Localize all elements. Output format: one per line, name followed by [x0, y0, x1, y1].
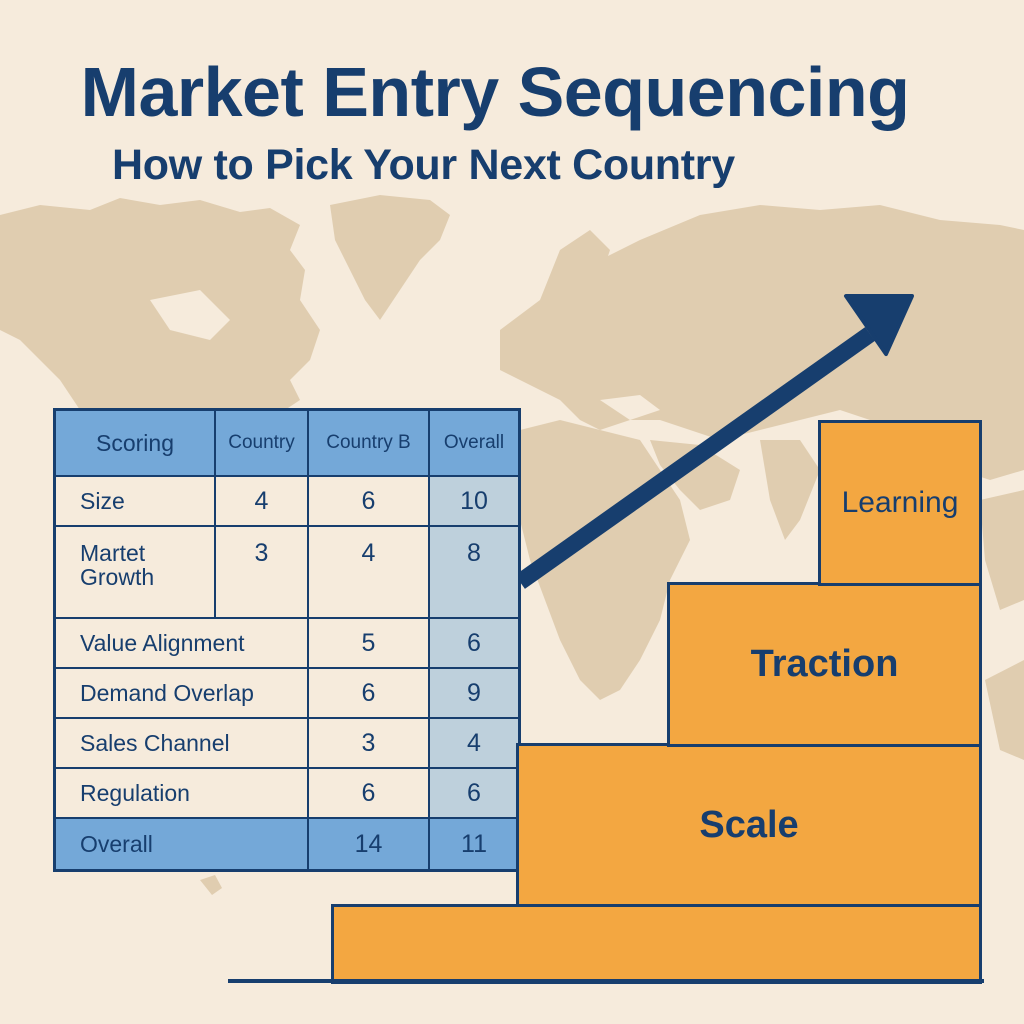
- page-title: Market Entry Sequencing: [80, 53, 910, 131]
- cell-overall: 6: [428, 767, 521, 819]
- baseline: [228, 979, 984, 983]
- table-row: Demand Overlap 6 9: [53, 667, 521, 719]
- total-overall: 11: [428, 817, 521, 872]
- step-learning: Learning: [818, 420, 982, 586]
- cell-overall: 9: [428, 667, 521, 719]
- cell-country: 4: [214, 475, 309, 527]
- cell-country-b: 6: [307, 667, 430, 719]
- total-country-b: 14: [307, 817, 430, 872]
- step-base: [331, 904, 982, 984]
- row-label-line1: Martet: [80, 540, 146, 566]
- step-traction: Traction: [667, 582, 982, 747]
- header-country-b: Country B: [307, 408, 430, 477]
- row-label: Demand Overlap: [53, 667, 309, 719]
- cell-country: 3: [214, 525, 309, 619]
- row-label-line2: Growth: [80, 564, 155, 590]
- table-row: Regulation 6 6: [53, 767, 521, 819]
- table-row: Value Alignment 5 6: [53, 617, 521, 669]
- total-label: Overall: [53, 817, 309, 872]
- scoring-table: Scoring Country Country B Overall Size 4…: [53, 408, 521, 872]
- row-label: Sales Channel: [53, 717, 309, 769]
- cell-overall: 8: [428, 525, 521, 619]
- cell-overall: 4: [428, 717, 521, 769]
- cell-country-b: 3: [307, 717, 430, 769]
- cell-country-b: 6: [307, 767, 430, 819]
- header-country: Country: [214, 408, 309, 477]
- step-scale: Scale: [516, 743, 982, 907]
- table-row: Size 4 6 10: [53, 475, 521, 527]
- row-label: Size: [53, 475, 216, 527]
- page-subtitle: How to Pick Your Next Country: [112, 141, 735, 189]
- row-label: Value Alignment: [53, 617, 309, 669]
- cell-country-b: 4: [307, 525, 430, 619]
- table-row: Sales Channel 3 4: [53, 717, 521, 769]
- cell-country-b: 5: [307, 617, 430, 669]
- cell-overall: 10: [428, 475, 521, 527]
- header-overall: Overall: [428, 408, 521, 477]
- cell-overall: 6: [428, 617, 521, 669]
- cell-country-b: 6: [307, 475, 430, 527]
- table-total-row: Overall 14 11: [53, 817, 521, 872]
- table-header-row: Scoring Country Country B Overall: [53, 408, 521, 477]
- header-scoring: Scoring: [53, 408, 216, 477]
- row-label: Regulation: [53, 767, 309, 819]
